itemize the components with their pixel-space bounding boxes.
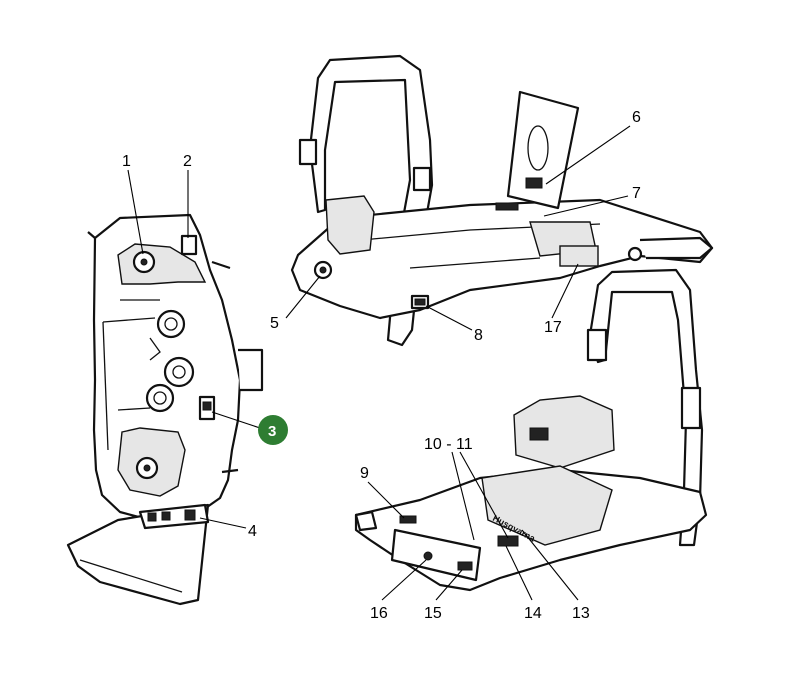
callout-5: 5 (270, 315, 279, 332)
callout-3-badge: 3 (258, 415, 288, 445)
callout-13: 13 (572, 605, 590, 622)
leader-lines (127, 125, 631, 601)
callout-9: 9 (360, 465, 369, 482)
callout-14: 14 (524, 605, 542, 622)
callout-2: 2 (183, 153, 192, 170)
mower-deck (66, 213, 264, 606)
lower-frame-assembly: Husqvarna (354, 268, 708, 592)
callout-6: 6 (632, 109, 641, 126)
callout-3: 3 (268, 423, 276, 440)
callout-4: 4 (248, 523, 257, 540)
callout-7: 7 (632, 185, 641, 202)
callout-8: 8 (474, 327, 483, 344)
callout-labels: 1 2 4 5 6 7 8 17 9 10 - 11 13 14 15 16 (122, 109, 641, 622)
callout-17: 17 (544, 319, 562, 336)
upper-frame-assembly (290, 54, 714, 347)
callout-15: 15 (424, 605, 442, 622)
callout-16: 16 (370, 605, 388, 622)
callout-1: 1 (122, 153, 131, 170)
callout-10-11: 10 - 11 (424, 436, 473, 453)
